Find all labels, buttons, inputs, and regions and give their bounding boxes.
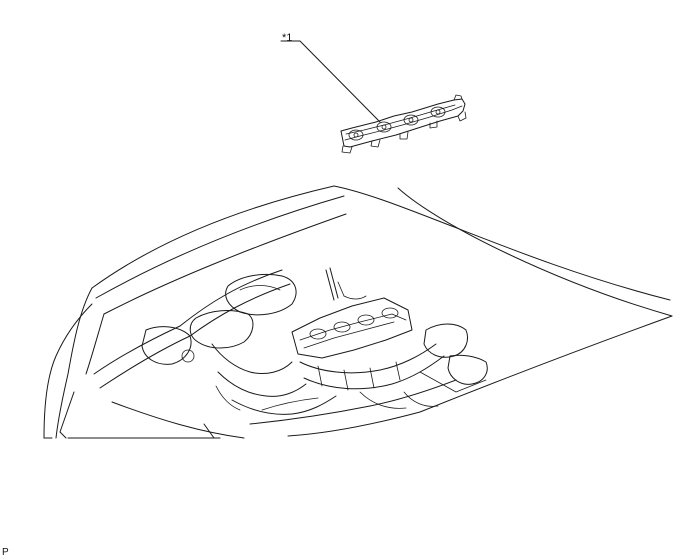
- figure-code: P: [2, 547, 9, 558]
- fuel-delivery-pipe-icon: [340, 94, 467, 154]
- callout-label: *1: [282, 32, 293, 44]
- engine-components: [141, 273, 488, 425]
- callout-leader-line: [280, 40, 381, 123]
- vehicle-body: [43, 185, 673, 439]
